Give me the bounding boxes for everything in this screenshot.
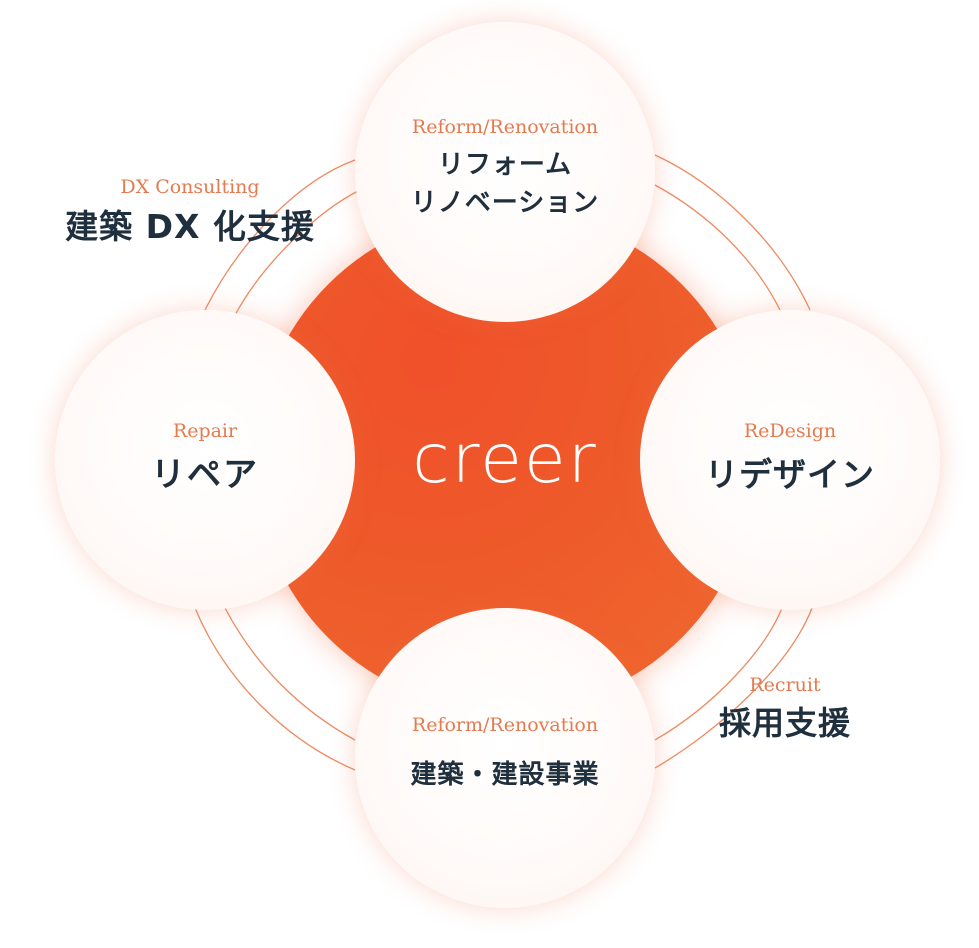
node-bottom-english: Reform/Renovation xyxy=(411,714,599,736)
recruit-english: Recruit xyxy=(749,674,821,696)
node-left-text: Repair リペア xyxy=(55,418,355,496)
arc-top-right-outer xyxy=(654,154,811,311)
node-left-japanese: リペア xyxy=(151,455,259,495)
node-top-japanese-line1: リフォーム xyxy=(437,150,573,180)
arc-bottom-right-outer xyxy=(654,607,813,769)
recruit-japanese: 採用支援 xyxy=(718,704,851,742)
arc-top-left-outer xyxy=(204,159,356,311)
node-top-english: Reform/Renovation xyxy=(411,116,599,138)
arc-top-right-inner xyxy=(654,184,781,311)
dx-english: DX Consulting xyxy=(120,176,260,198)
node-bottom-japanese: 建築・建設事業 xyxy=(410,760,600,790)
arc-bottom-left-inner xyxy=(224,607,356,741)
side-label-dx-consulting: DX Consulting 建築 DX 化支援 xyxy=(40,174,340,248)
node-right-english: ReDesign xyxy=(743,420,837,442)
node-top-japanese-line2: リノベーション xyxy=(410,188,600,218)
node-bottom-circle xyxy=(355,608,655,908)
node-bottom-text: Reform/Renovation 建築・建設事業 xyxy=(355,712,655,796)
node-left-english: Repair xyxy=(172,420,238,442)
arc-bottom-left-outer xyxy=(194,607,356,771)
node-left-circle xyxy=(55,310,355,610)
node-right-text: ReDesign リデザイン xyxy=(640,418,940,496)
node-top-text: Reform/Renovation リフォーム リノベーション xyxy=(355,114,655,222)
dx-japanese: 建築 DX 化支援 xyxy=(65,207,315,246)
node-right-circle xyxy=(640,310,940,610)
node-top-circle xyxy=(355,22,655,322)
arc-top-left-inner xyxy=(234,189,361,316)
brand-name: creer xyxy=(412,420,598,499)
arc-bottom-right-inner xyxy=(654,607,783,741)
side-label-recruit: Recruit 採用支援 xyxy=(700,672,870,744)
node-right-japanese: リデザイン xyxy=(705,455,875,494)
